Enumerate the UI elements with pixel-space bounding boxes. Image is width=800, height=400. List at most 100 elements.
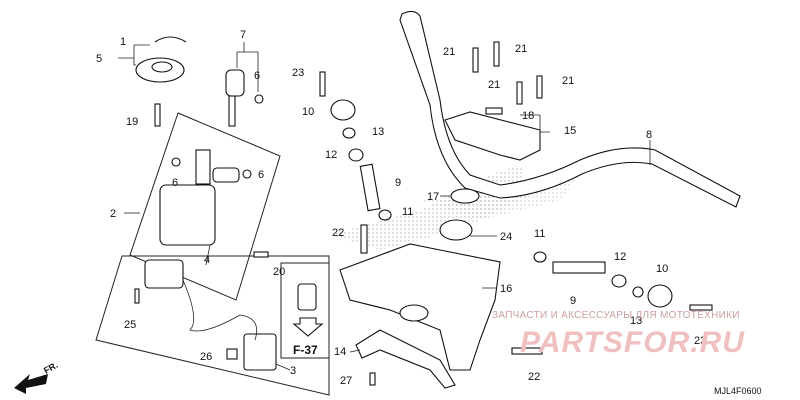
callout-16: 16 (500, 283, 512, 295)
callout-7: 7 (240, 29, 246, 41)
callout-8: 8 (646, 129, 652, 141)
callout-13: 13 (630, 315, 642, 327)
collar-13a (342, 127, 356, 139)
key-blade (228, 95, 236, 127)
callout-13: 13 (372, 126, 384, 138)
callout-14: 14 (334, 346, 346, 358)
callout-25: 25 (124, 319, 136, 331)
bar-end-10b (647, 284, 673, 308)
callout-15: 15 (564, 125, 576, 137)
nut-11a (378, 209, 392, 221)
callout-26: 26 (200, 351, 212, 363)
ignition-body (159, 184, 216, 246)
callout-21: 21 (488, 79, 500, 91)
callout-11: 11 (402, 206, 413, 218)
part-code: MJL4F0600 (714, 386, 762, 396)
leader-4 (205, 244, 211, 266)
callout-4: 4 (204, 254, 210, 266)
callout-24: 24 (500, 231, 512, 243)
nut-11b (533, 251, 547, 263)
leader-3 (275, 363, 291, 371)
bolt-21c (516, 81, 523, 105)
callout-5: 5 (96, 53, 102, 65)
bolt-23a (319, 71, 326, 97)
key-head (225, 69, 245, 97)
switch-unit (144, 259, 184, 289)
front-arrow-icon (14, 374, 48, 394)
callout-18: 18 (522, 110, 534, 122)
bolt-22a (360, 224, 368, 254)
callout-9: 9 (395, 177, 401, 189)
key-washer (254, 94, 264, 104)
leader-7 (236, 42, 259, 92)
bolt-21b (493, 41, 500, 67)
clip-26 (226, 348, 238, 360)
bolt-19 (154, 103, 161, 127)
bolt-27 (369, 372, 376, 386)
cap-12b (611, 274, 627, 288)
bridge-hole (399, 304, 429, 322)
callout-27: 27 (340, 375, 352, 387)
callout-2: 2 (110, 208, 116, 220)
ignition-frame (129, 112, 281, 301)
leader-14 (349, 349, 361, 353)
callout-17: 17 (427, 191, 439, 203)
bracket-14 (355, 329, 456, 389)
callout-22: 22 (528, 371, 540, 383)
bolt-25 (134, 288, 140, 304)
bar-end-10a (330, 99, 356, 121)
ref-connector (297, 283, 317, 311)
callout-21: 21 (515, 43, 527, 55)
page-ref: F-37 (293, 343, 318, 357)
callout-6: 6 (258, 169, 264, 181)
callout-3: 3 (290, 365, 296, 377)
key-ring-inner (151, 61, 173, 73)
callout-12: 12 (325, 149, 337, 161)
ignition-key-inserted (195, 149, 211, 185)
connector-3 (243, 333, 277, 371)
shaft-9b (552, 261, 606, 274)
bolt-23b (689, 304, 713, 311)
ref-arrow (292, 317, 324, 337)
ref-box (280, 262, 330, 359)
callout-12: 12 (614, 251, 626, 263)
nut-24 (439, 219, 473, 241)
leader-1-5 (118, 44, 150, 66)
handlebar (399, 10, 741, 208)
collar-13b (632, 286, 644, 298)
callout-23: 23 (292, 67, 304, 79)
bolt-21d (536, 75, 543, 99)
callout-22: 22 (332, 227, 344, 239)
handlebar-holder (444, 111, 541, 161)
callout-21: 21 (562, 75, 574, 87)
snap-ring (154, 36, 187, 43)
callout-23: 23 (694, 335, 706, 347)
ignition-key2 (212, 167, 240, 183)
callout-19: 19 (126, 116, 138, 128)
holder-plate-18 (485, 107, 503, 115)
callout-9: 9 (570, 295, 576, 307)
cap-17 (450, 188, 480, 204)
cap-12a (348, 148, 364, 162)
front-label: FR. (42, 360, 60, 376)
bolt-21a (472, 47, 479, 73)
callout-6: 6 (172, 177, 178, 189)
callout-1: 1 (120, 36, 126, 48)
callout-21: 21 (443, 46, 455, 58)
callout-10: 10 (302, 106, 314, 118)
bolt-20 (253, 251, 269, 258)
washer-6b (242, 169, 252, 179)
callout-11: 11 (534, 228, 545, 240)
callout-6: 6 (254, 70, 260, 82)
watermark-logo: PARTSFOR.RU (520, 326, 745, 359)
leader-18-15 (520, 114, 550, 133)
shaft-9a (359, 163, 381, 212)
bolt-22b (511, 347, 543, 355)
callout-20: 20 (273, 266, 285, 278)
watermark-text: ЗАПЧАСТИ И АКСЕССУАРЫ ДЛЯ МОТОТЕХНИКИ (492, 310, 740, 321)
wire-harness (182, 279, 258, 341)
callout-10: 10 (656, 263, 668, 275)
washer-6a (171, 157, 181, 167)
